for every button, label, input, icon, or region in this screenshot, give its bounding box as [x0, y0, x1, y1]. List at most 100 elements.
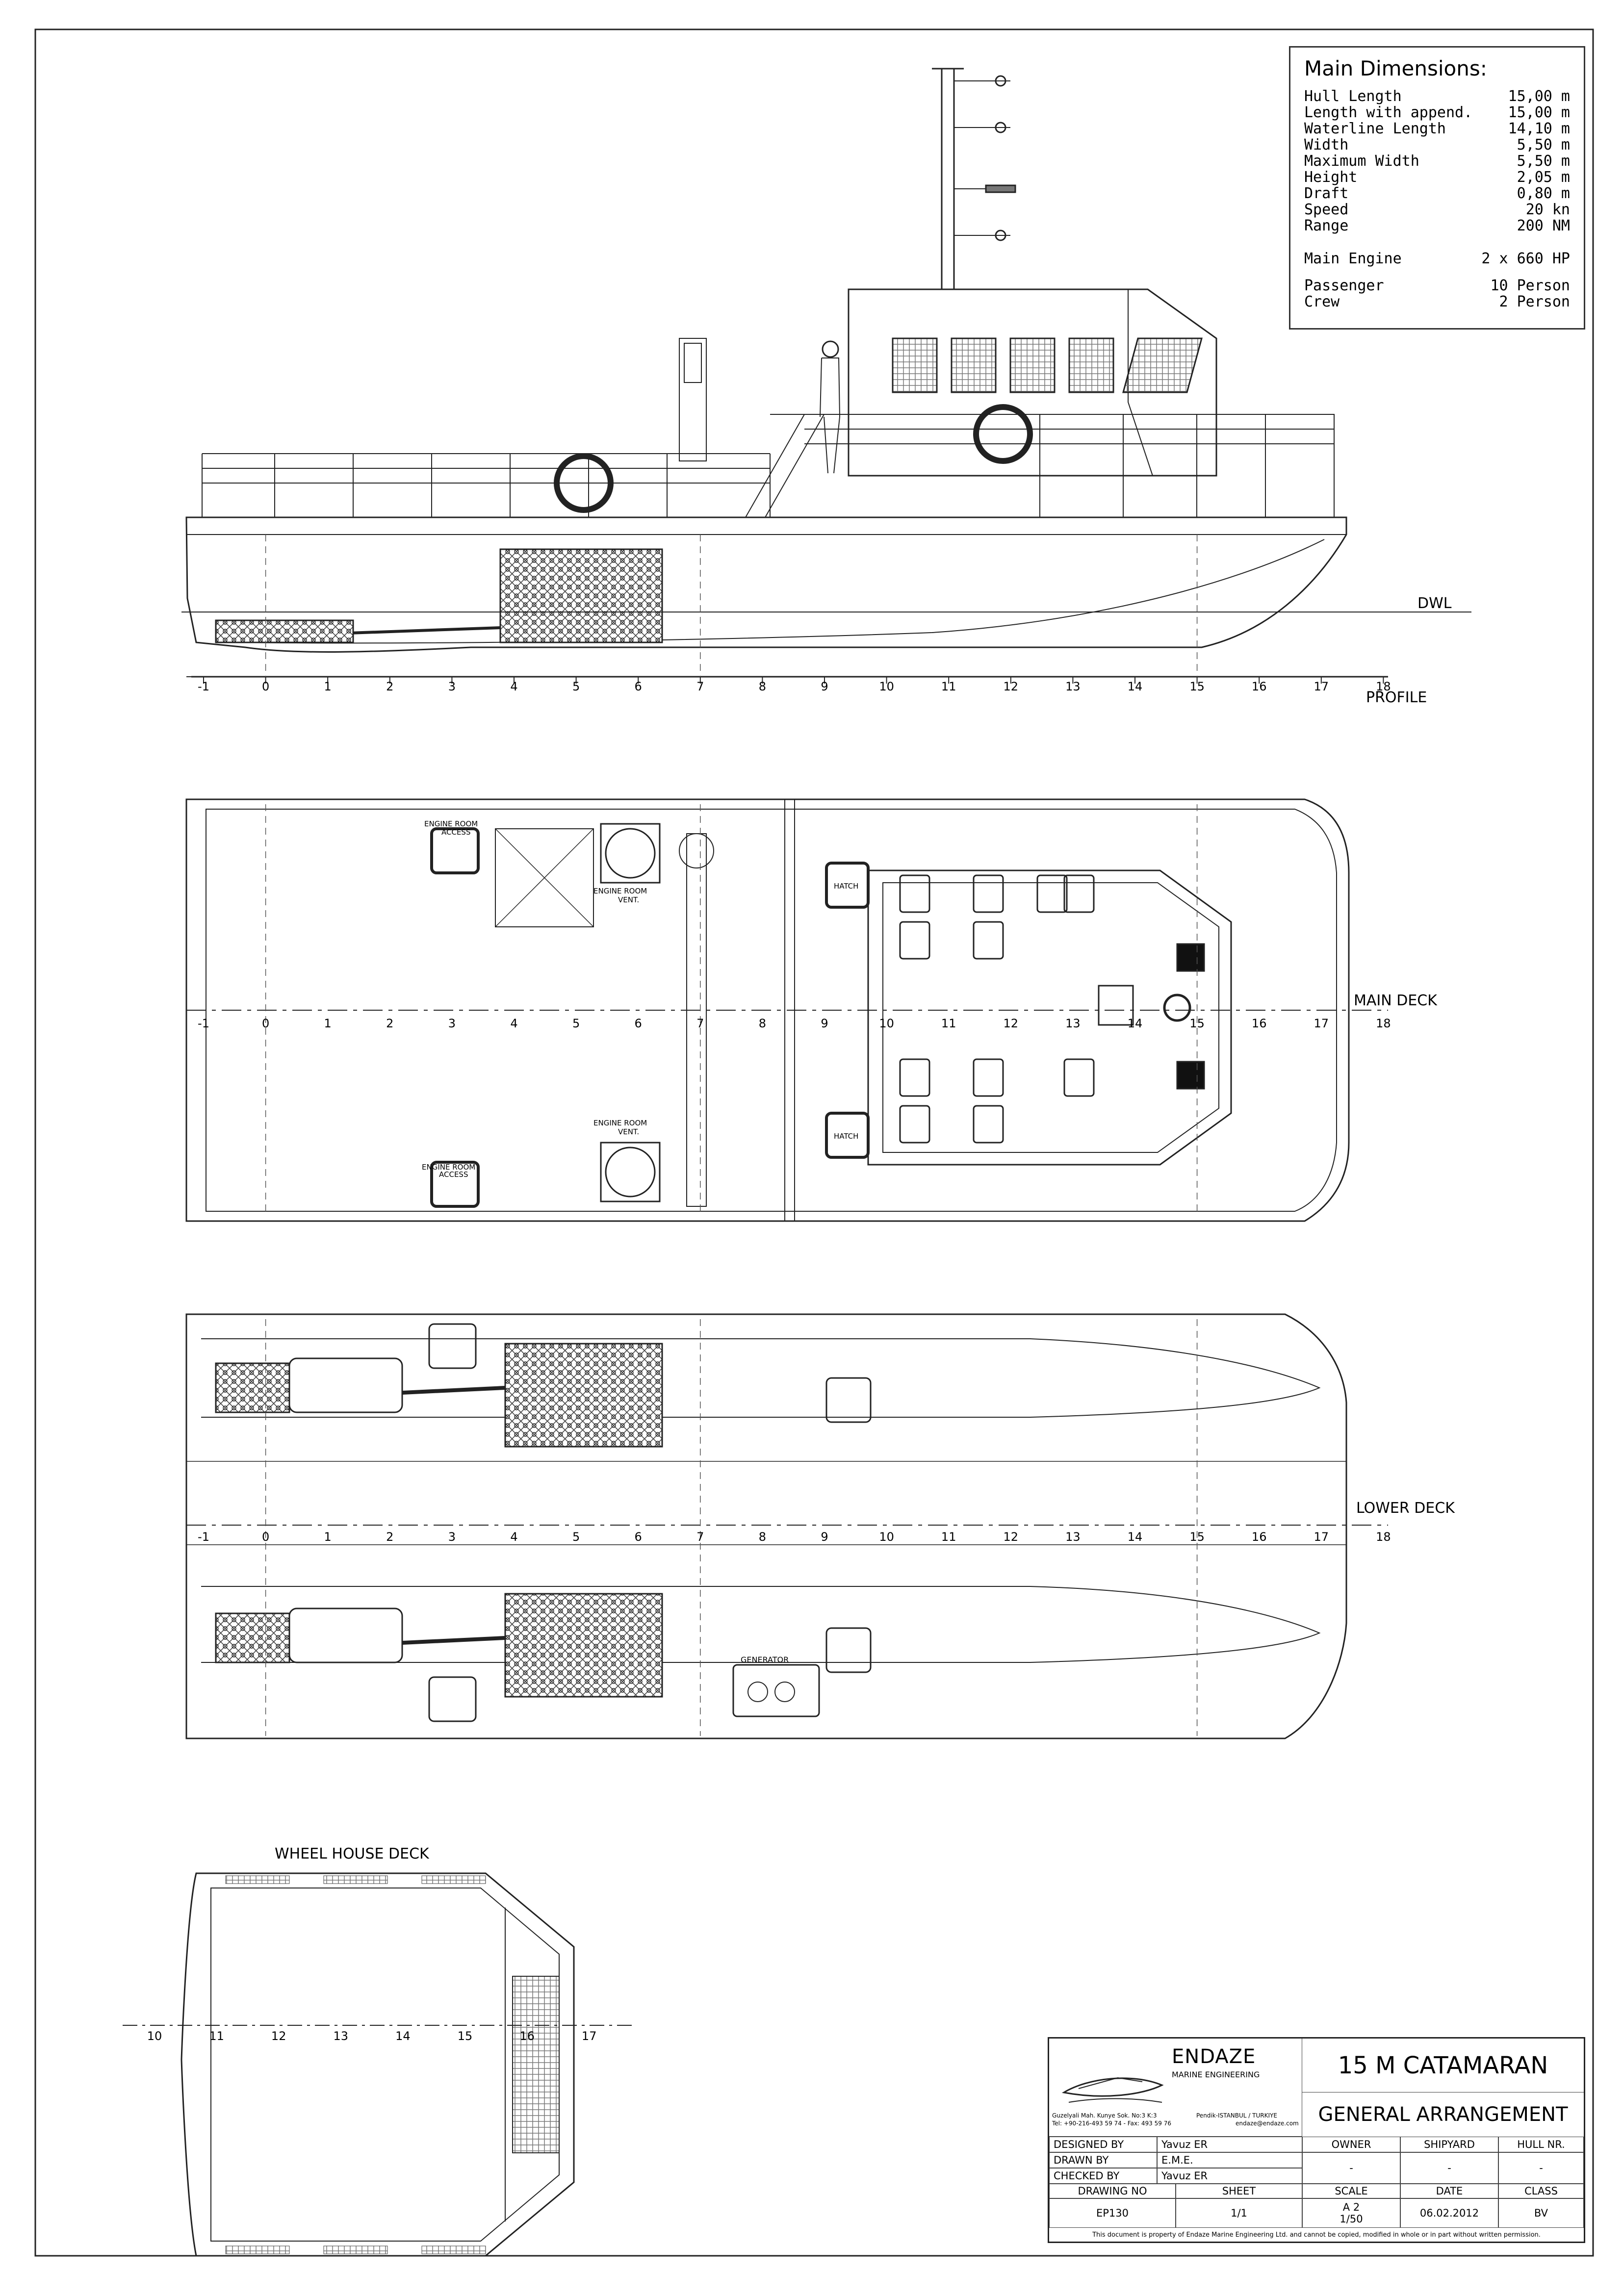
aft-railing [202, 453, 771, 517]
mast [932, 68, 964, 289]
wh-frame-number: 10 [147, 2029, 162, 2043]
frame-number: -1 [198, 1017, 209, 1030]
designed-by-label: DESIGNED BY [1049, 2137, 1157, 2152]
drawing-title: GENERAL ARRANGEMENT [1318, 2103, 1568, 2126]
frame-number: 16 [1252, 1530, 1267, 1544]
passenger-seat [899, 921, 930, 960]
console-block [1176, 1061, 1205, 1090]
lower-deck-label: LOWER DECK [1356, 1500, 1455, 1517]
passenger-cabin [867, 869, 1232, 1166]
main-dimensions-title: Main Dimensions: [1304, 56, 1487, 80]
frame-number: 7 [696, 1530, 704, 1544]
main-deck-view [185, 798, 1350, 1222]
passenger-seat [1063, 1058, 1095, 1097]
profile-keel-curve [230, 539, 1325, 644]
checked-by-value: Yavuz ER [1157, 2168, 1302, 2184]
engine-room-access-label-bottom-1: ENGINE ROOM [422, 1163, 475, 1172]
dimension-value: 14,10 m [1508, 120, 1570, 137]
profile-view [181, 68, 1471, 678]
frame-number: 17 [1314, 1530, 1329, 1544]
wheelhouse-console [512, 1976, 560, 2153]
frame-number: 8 [759, 1530, 766, 1544]
frame-number: 7 [696, 1017, 704, 1030]
wh-window-1 [892, 337, 938, 393]
frame-number: 4 [510, 680, 517, 693]
date-label: DATE [1400, 2184, 1498, 2198]
company-subtitle: MARINE ENGINEERING [1172, 2070, 1260, 2079]
designed-by-value: Yavuz ER [1157, 2137, 1302, 2152]
wh-frame-number: 16 [519, 2029, 535, 2043]
stair-railing [745, 414, 824, 518]
dimension-value: 20 kn [1525, 201, 1570, 218]
life-ring-aft [554, 453, 614, 513]
grate [421, 1875, 486, 1884]
frame-number: 18 [1376, 1530, 1391, 1544]
wh-frame-number: 15 [458, 2029, 473, 2043]
passenger-seat [1036, 874, 1068, 913]
waterjet-profile [215, 619, 354, 643]
frame-number: 4 [510, 1530, 517, 1544]
wh-window-4 [1068, 337, 1114, 393]
engine-room-vent-label-bottom-2: VENT. [618, 1127, 639, 1136]
date-value: 06.02.2012 [1400, 2198, 1498, 2228]
project-title: 15 M CATAMARAN [1302, 2039, 1584, 2092]
engine-room-vent-top [600, 823, 661, 884]
owner-value: - [1302, 2152, 1400, 2184]
dimension-value: 2,05 m [1517, 169, 1570, 186]
shipyard-value: - [1400, 2152, 1498, 2184]
dimension-label: Waterline Length [1304, 120, 1446, 137]
frame-number: 9 [821, 1017, 828, 1030]
grate [323, 1875, 388, 1884]
dimension-label: Maximum Width [1304, 153, 1419, 170]
frame-number: 16 [1252, 1017, 1267, 1030]
frame-number: 2 [386, 680, 393, 693]
hull-nr-value: - [1498, 2152, 1584, 2184]
frame-number: 15 [1189, 680, 1205, 693]
dwl-label: DWL [1417, 595, 1452, 612]
passenger-seat [973, 1105, 1004, 1144]
steering-wheel [1163, 994, 1191, 1022]
hatch-label-bottom: HATCH [834, 1132, 858, 1141]
engine-room-access-top [430, 827, 480, 874]
grate [225, 2245, 290, 2254]
dimension-row: Length with append.15,00 m [1304, 104, 1570, 121]
frame-number: 15 [1189, 1530, 1205, 1544]
waterjet-port [215, 1362, 290, 1413]
frame-number: 16 [1252, 680, 1267, 693]
sheet-value: 1/1 [1176, 2198, 1302, 2228]
lower-deck-view [185, 1313, 1347, 1739]
passenger-seats [899, 874, 1205, 1144]
engine-stbd [504, 1593, 663, 1698]
frame-number: 1 [324, 1530, 332, 1544]
frame-number: 11 [941, 1530, 956, 1544]
grate [323, 2245, 388, 2254]
scale-value: A 2 1/50 [1302, 2198, 1400, 2228]
scale-ratio: 1/50 [1340, 2213, 1363, 2225]
frame-number: 6 [635, 1530, 642, 1544]
drawn-by-label: DRAWN BY [1049, 2152, 1157, 2168]
dimension-value: 5,50 m [1517, 136, 1570, 153]
wh-window-5 [1122, 337, 1203, 393]
company-email: endaze@endaze.com [1236, 2120, 1299, 2127]
dimension-value: 15,00 m [1508, 104, 1570, 121]
frame-number: 3 [448, 1530, 456, 1544]
passenger-seat [1063, 874, 1095, 913]
hull-port [201, 1338, 1321, 1418]
crane [679, 338, 707, 461]
helm-chair [1098, 985, 1134, 1026]
frame-number: 14 [1128, 1530, 1143, 1544]
shaft-port [402, 1386, 506, 1395]
wh-frame-number: 17 [582, 2029, 597, 2043]
wheel-house-label: WHEEL HOUSE DECK [275, 1845, 430, 1862]
dimension-label: Height [1304, 169, 1358, 186]
scale-label: SCALE [1302, 2184, 1400, 2198]
wh-frame-number: 14 [395, 2029, 411, 2043]
main-engine-profile [499, 548, 663, 643]
dimension-value: 0,80 m [1517, 185, 1570, 202]
